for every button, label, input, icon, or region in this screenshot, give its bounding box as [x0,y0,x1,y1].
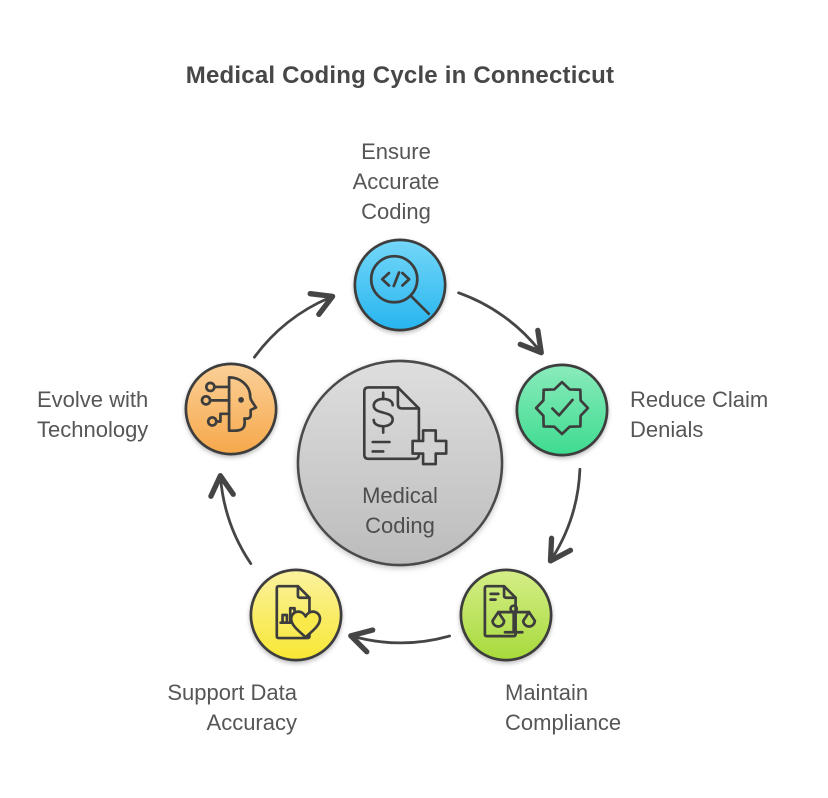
ai-face-circuit-icon [200,375,258,433]
label-support-data-accuracy: Support Data Accuracy [167,680,297,735]
page-title: Medical Coding Cycle in Connecticut [185,62,615,89]
center-label: Medical Coding [362,483,438,538]
document-chart-heart-icon [275,584,322,640]
node-maintain-compliance [459,568,553,662]
center-node-medical-coding [296,359,504,567]
node-reduce-claim-denials [515,363,609,457]
node-ensure-accurate-coding [353,238,447,332]
arrow-top-to-right [457,291,544,356]
label-evolve-with-technology: Evolve with Technology [37,387,149,442]
billing-document-cross-icon [362,386,448,466]
node-circle [184,362,278,456]
label-maintain-compliance: Maintain Compliance [505,680,622,735]
document-scales-icon [483,584,537,638]
label-ensure-accurate-coding: Ensure Accurate Coding [352,139,440,224]
node-circle [353,238,447,332]
badge-check-icon [534,380,590,436]
node-evolve-with-technology [184,362,278,456]
arrow-bottom-right-to-bottom-left [348,627,451,655]
node-support-data-accuracy [249,568,343,662]
code-search-icon [369,254,431,316]
center-circle [296,359,504,567]
arrow-right-to-bottom-right [547,467,582,564]
label-reduce-claim-denials: Reduce Claim Denials [630,387,769,442]
arrow-left-to-top [253,291,336,359]
node-circle [459,568,553,662]
arrow-bottom-left-to-left [208,473,253,565]
